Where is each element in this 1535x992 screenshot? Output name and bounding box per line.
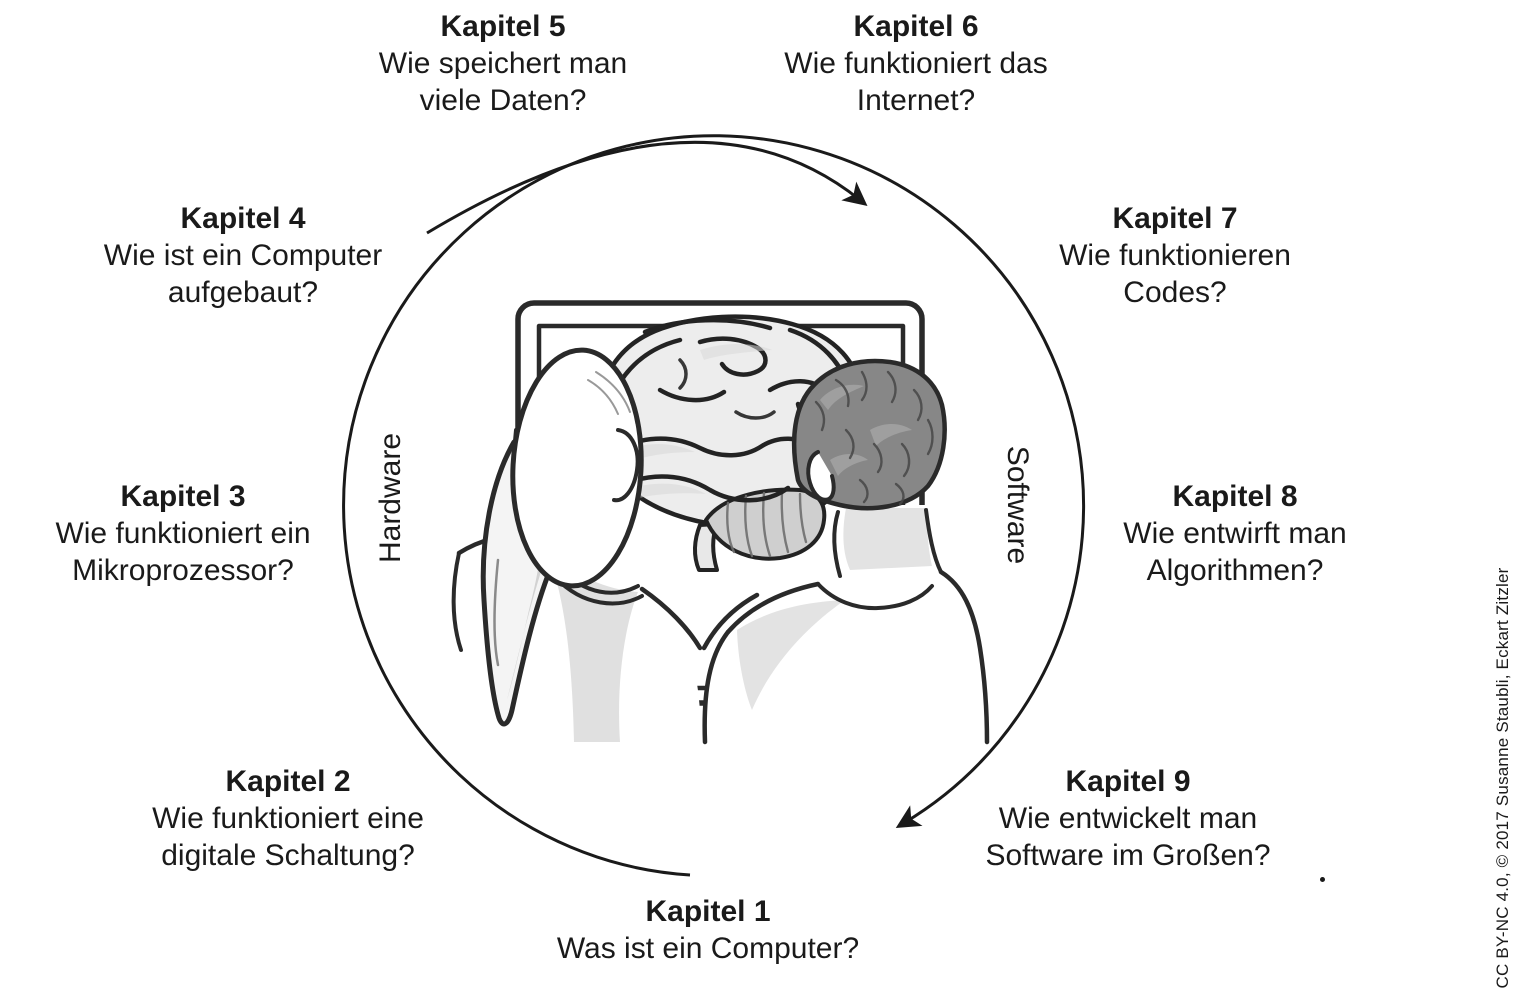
man-figure (701, 358, 990, 745)
chapter-2-question-line2: digitale Schaltung? (161, 839, 415, 872)
chapter-8-question-line2: Algorithmen? (1146, 554, 1324, 587)
stray-period-mark (1320, 877, 1325, 882)
chapter-4-question-line1: Wie ist ein Computer (103, 239, 383, 272)
chapter-6-label: Kapitel 6 Wie funktioniert das Internet? (784, 8, 1047, 119)
chapter-7-title: Kapitel 7 (1112, 202, 1238, 235)
woman-ear (612, 428, 640, 503)
man-ear (806, 450, 836, 502)
chapter-5-label: Kapitel 5 Wie speichert man viele Daten? (379, 8, 627, 119)
chapter-5-question-line1: Wie speichert man (378, 47, 628, 80)
chapter-3-question-line2: Mikroprozessor? (72, 554, 294, 587)
chapter-5-question-line2: viele Daten? (419, 84, 587, 117)
chapter-6-question-line2: Internet? (856, 84, 976, 117)
chapter-3-question-line1: Wie funktioniert ein (55, 517, 311, 550)
chapter-3-label: Kapitel 3 Wie funktioniert ein Mikroproz… (55, 478, 310, 589)
hardware-side-label: Hardware (374, 432, 407, 564)
chapter-9-label: Kapitel 9 Wie entwickelt man Software im… (985, 763, 1270, 874)
chapter-4-label: Kapitel 4 Wie ist ein Computer aufgebaut… (104, 200, 382, 311)
woman-head (510, 347, 644, 589)
chapter-8-title: Kapitel 8 (1172, 480, 1298, 513)
chapter-1-label: Kapitel 1 Was ist ein Computer? (557, 893, 859, 967)
chapter-6-title: Kapitel 6 (853, 10, 979, 43)
chapter-8-label: Kapitel 8 Wie entwirft man Algorithmen? (1123, 478, 1346, 589)
chapter-7-question-line2: Codes? (1123, 276, 1227, 309)
chapter-5-title: Kapitel 5 (440, 10, 566, 43)
cycle-ring-arrow (342, 134, 1086, 877)
chapter-7-label: Kapitel 7 Wie funktionieren Codes? (1059, 200, 1291, 311)
chapter-2-title: Kapitel 2 (225, 765, 351, 798)
chapter-3-title: Kapitel 3 (120, 480, 246, 513)
chapter-6-question-line1: Wie funktioniert das (784, 47, 1048, 80)
chapter-1-title: Kapitel 1 (645, 895, 771, 928)
copyright-credit: CC BY-NC 4.0, © 2017 Susanne Staubli, Ec… (1493, 567, 1512, 989)
chapter-9-title: Kapitel 9 (1065, 765, 1191, 798)
chapter-8-question-line1: Wie entwirft man (1123, 517, 1347, 550)
chapter-2-label: Kapitel 2 Wie funktioniert eine digitale… (152, 763, 424, 874)
chapter-7-question-line1: Wie funktionieren (1059, 239, 1291, 272)
chapter-4-question-line2: aufgebaut? (167, 276, 319, 309)
software-side-label: Software (1001, 445, 1034, 565)
woman-figure (451, 347, 703, 742)
clockwise-direction-arrow (426, 140, 868, 235)
chapter-9-question-line1: Wie entwickelt man (998, 802, 1258, 835)
chapter-1-question: Was ist ein Computer? (556, 932, 860, 965)
chapter-2-question-line1: Wie funktioniert eine (152, 802, 424, 835)
monitor-illustration (451, 300, 990, 745)
chapter-4-title: Kapitel 4 (180, 202, 306, 235)
chapter-9-question-line2: Software im Großen? (985, 839, 1271, 872)
